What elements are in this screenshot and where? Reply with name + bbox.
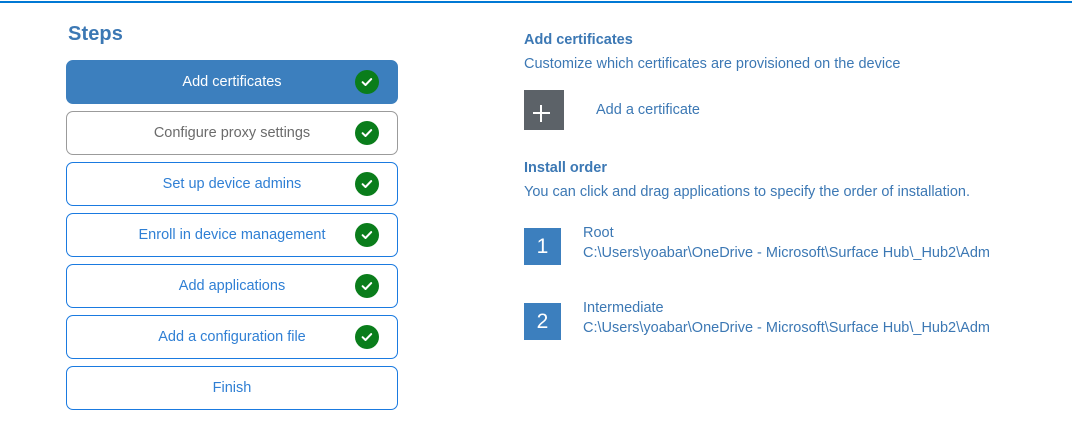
- step-label: Configure proxy settings: [153, 125, 311, 141]
- section-title-add-certificates: Add certificates: [524, 32, 633, 48]
- order-item-name: Intermediate: [583, 300, 664, 316]
- section-subtitle-install-order: You can click and drag applications to s…: [524, 184, 971, 200]
- check-circle-icon: [355, 274, 379, 298]
- sidebar-item-configure-proxy-settings[interactable]: Configure proxy settings: [66, 111, 398, 155]
- page-title: Steps: [68, 23, 123, 45]
- check-circle-icon: [355, 121, 379, 145]
- check-circle-icon: [355, 172, 379, 196]
- install-order-section: Install order You can click and drag app…: [524, 159, 1044, 340]
- step-label: Add applications: [178, 278, 286, 294]
- step-label: Add certificates: [182, 74, 282, 90]
- plus-icon: [540, 105, 542, 122]
- add-certificate-label[interactable]: Add a certificate: [596, 102, 700, 118]
- section-subtitle-add-certificates: Customize which certificates are provisi…: [524, 56, 901, 72]
- step-label: Enroll in device management: [138, 227, 326, 243]
- sidebar-item-set-up-device-admins[interactable]: Set up device admins: [66, 162, 398, 206]
- order-item-path: C:\Users\yoabar\OneDrive - Microsoft\Sur…: [583, 245, 990, 261]
- section-title-install-order: Install order: [524, 160, 607, 176]
- sidebar-item-finish[interactable]: Finish: [66, 366, 398, 410]
- check-circle-icon: [355, 70, 379, 94]
- top-accent-bar: [0, 1, 1072, 3]
- sidebar-item-enroll-in-device-management[interactable]: Enroll in device management: [66, 213, 398, 257]
- order-item-text: Root C:\Users\yoabar\OneDrive - Microsof…: [583, 224, 990, 263]
- steps-panel: Steps Add certificates Configure proxy s…: [66, 22, 398, 417]
- step-label: Add a configuration file: [158, 329, 306, 345]
- detail-panel: Add certificates Customize which certifi…: [524, 31, 1044, 378]
- order-item-name: Root: [583, 225, 614, 241]
- sidebar-item-add-a-configuration-file[interactable]: Add a configuration file: [66, 315, 398, 359]
- list-item[interactable]: 1 Root C:\Users\yoabar\OneDrive - Micros…: [524, 225, 1044, 265]
- order-number-badge: 1: [524, 228, 561, 265]
- sidebar-item-add-certificates[interactable]: Add certificates: [66, 60, 398, 104]
- order-item-text: Intermediate C:\Users\yoabar\OneDrive - …: [583, 299, 990, 338]
- check-circle-icon: [355, 223, 379, 247]
- install-order-list: 1 Root C:\Users\yoabar\OneDrive - Micros…: [524, 225, 1044, 340]
- step-label: Set up device admins: [162, 176, 302, 192]
- add-certificates-section: Add certificates Customize which certifi…: [524, 31, 1044, 130]
- list-item[interactable]: 2 Intermediate C:\Users\yoabar\OneDrive …: [524, 300, 1044, 340]
- order-item-path: C:\Users\yoabar\OneDrive - Microsoft\Sur…: [583, 320, 990, 336]
- add-certificate-button[interactable]: [524, 90, 564, 130]
- check-circle-icon: [355, 325, 379, 349]
- add-certificate-row: Add a certificate: [524, 90, 1044, 130]
- step-label: Finish: [212, 380, 252, 396]
- sidebar-item-add-applications[interactable]: Add applications: [66, 264, 398, 308]
- order-number-badge: 2: [524, 303, 561, 340]
